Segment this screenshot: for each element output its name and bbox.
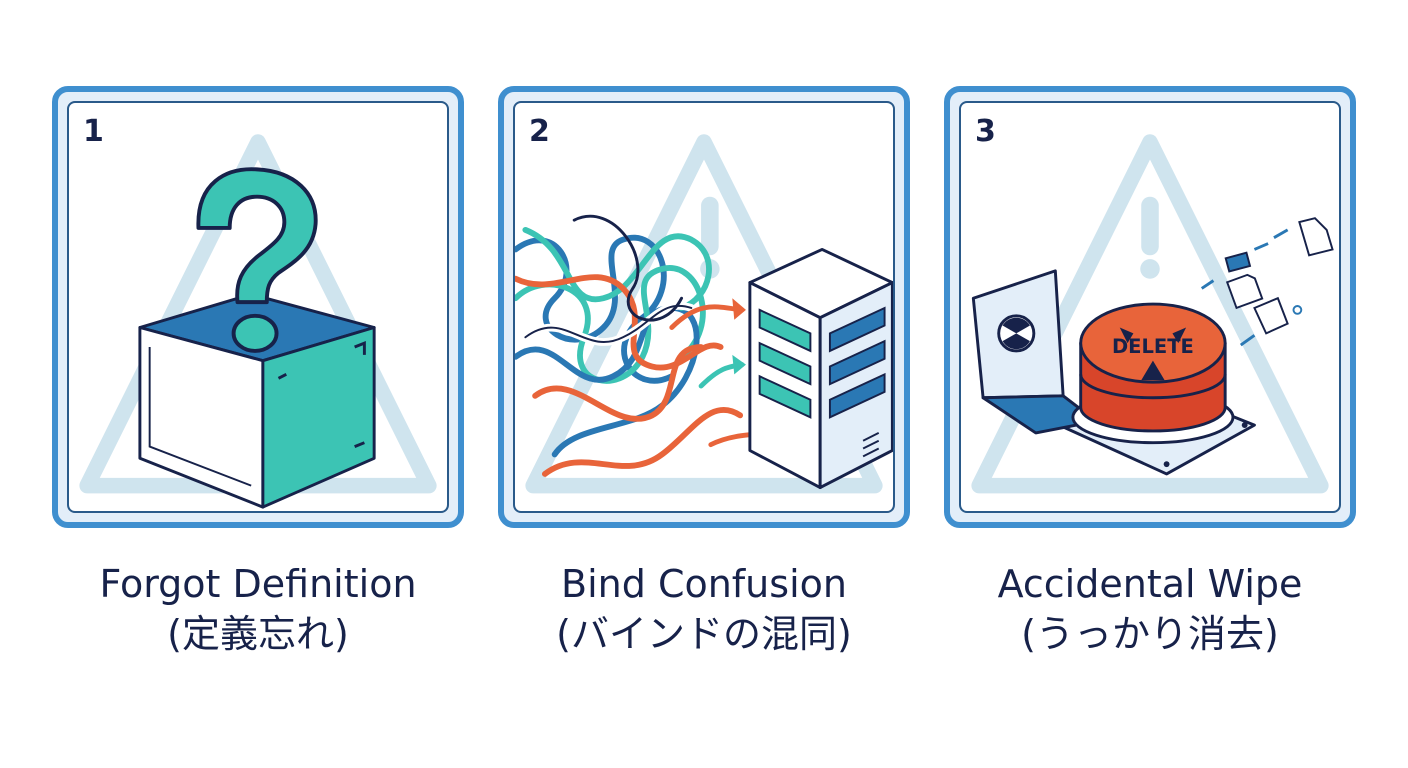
server-icon	[748, 247, 893, 490]
flying-files-icon	[1200, 217, 1334, 347]
box-side	[261, 326, 376, 509]
panel-1-number: 1	[83, 114, 104, 149]
panel-1-subtitle: (定義忘れ)	[167, 612, 349, 656]
panel-2-caption: Bind Confusion (バインドの混同)	[498, 560, 910, 660]
panel-3-frame: 3 DELETE	[959, 101, 1341, 513]
question-box-icon	[79, 134, 437, 509]
panel-1-caption: Forgot Definition (定義忘れ)	[52, 560, 464, 660]
tangled-wires-server-icon	[515, 134, 893, 494]
panel-2-number: 2	[529, 114, 550, 149]
panel-3-card: 3 DELETE	[944, 86, 1356, 528]
panel-2-subtitle: (バインドの混同)	[556, 612, 852, 656]
panel-3-title: Accidental Wipe	[997, 562, 1303, 606]
panel-1-card: 1	[52, 86, 464, 528]
panel-2-card: 2	[498, 86, 910, 528]
panel-2-frame: 2	[513, 101, 895, 513]
tangled-wires	[515, 214, 744, 477]
panel-3-number: 3	[975, 114, 996, 149]
delete-label: DELETE	[1112, 335, 1194, 358]
panel-3-caption: Accidental Wipe (うっかり消去)	[944, 560, 1356, 660]
panel-3-subtitle: (うっかり消去)	[1021, 612, 1279, 656]
warning-triangle-icon	[971, 134, 1329, 494]
panel-1-title: Forgot Definition	[99, 562, 417, 606]
question-mark-icon	[196, 167, 318, 305]
panel-1-frame: 1	[67, 101, 449, 513]
panel-2-title: Bind Confusion	[561, 562, 847, 606]
delete-button-icon: DELETE	[971, 134, 1334, 494]
